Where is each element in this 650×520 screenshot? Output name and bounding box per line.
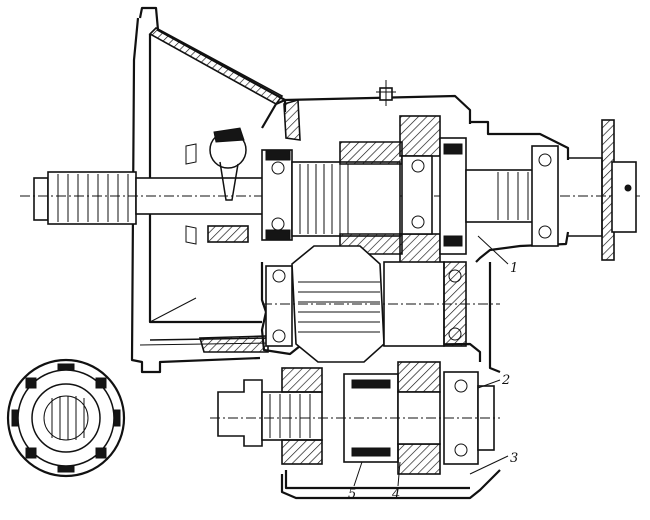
release-fork: [185, 127, 249, 245]
callout-5: 5: [348, 487, 356, 502]
callout-2: 2: [501, 373, 510, 388]
leader-lines: [353, 235, 509, 487]
main-housing: [260, 94, 570, 500]
bearing-detail-view: [6, 358, 126, 478]
output-flange: [568, 119, 637, 261]
callout-3: 3: [510, 451, 518, 466]
upper-gear-train: [261, 115, 559, 275]
input-shaft: [20, 171, 640, 225]
filler-plug: [376, 80, 396, 106]
countershaft-gears: [262, 245, 500, 363]
callout-1: 1: [510, 261, 518, 276]
callout-4: 4: [391, 487, 400, 502]
lower-shaft: [210, 361, 500, 475]
bell-housing: [130, 6, 287, 374]
